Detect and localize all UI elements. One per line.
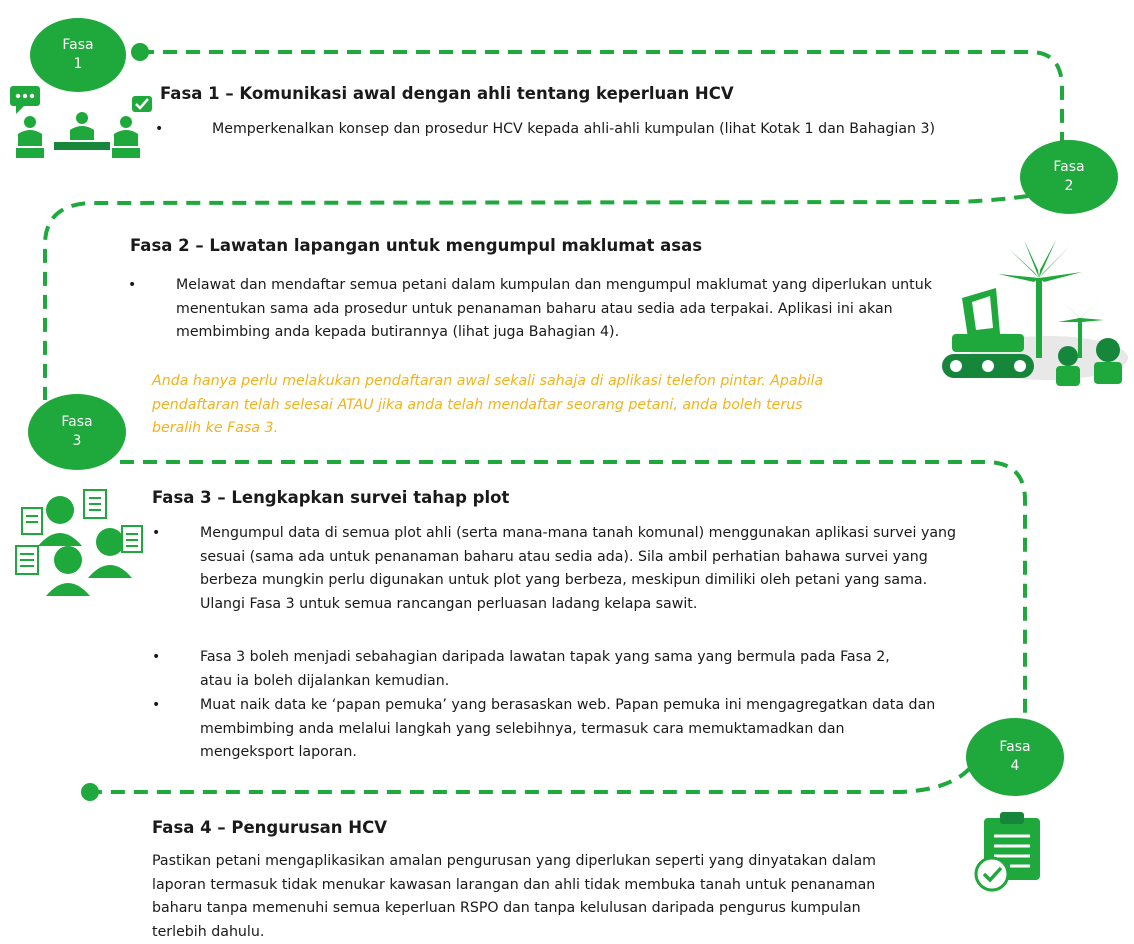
phase-3-badge: Fasa 3: [28, 394, 126, 470]
phase-3-badge-number: 3: [72, 433, 82, 449]
phase-1-badge-word: Fasa: [62, 37, 94, 53]
phase-3-bullet-2: • Fasa 3 boleh menjadi sebahagian daripa…: [152, 646, 920, 693]
bullet-text: Mengumpul data di semua plot ahli (serta…: [200, 525, 957, 612]
phase-3-badge-word: Fasa: [61, 414, 93, 430]
phase-3-bullet-1: • Mengumpul data di semua plot ahli (ser…: [152, 522, 960, 616]
surveyors-clipboard-icon: [15, 489, 143, 596]
bullet-dot: •: [152, 525, 161, 541]
phase-3-bullet-3: • Muat naik data ke ‘papan pemuka’ yang …: [152, 694, 940, 765]
bullet-dot: •: [152, 649, 161, 665]
phase-2-badge-word: Fasa: [1053, 159, 1085, 175]
phase-4-badge: Fasa 4: [966, 718, 1064, 796]
bullet-text: Muat naik data ke ‘papan pemuka’ yang be…: [200, 697, 936, 760]
phase-4-title: Fasa 4 – Pengurusan HCV: [152, 818, 387, 837]
phase-2-note: Anda hanya perlu melakukan pendaftaran a…: [152, 373, 824, 436]
bullet-dot: •: [128, 277, 137, 293]
path-start-dot: [131, 43, 149, 61]
phase-2-badge: Fasa 2: [1020, 140, 1118, 214]
bullet-dot: •: [155, 121, 164, 137]
phase-1-badge: Fasa 1: [30, 18, 126, 92]
phase-2-title: Fasa 2 – Lawatan lapangan untuk mengumpu…: [130, 236, 703, 255]
phase-2-badge-number: 2: [1064, 178, 1074, 194]
clipboard-check-icon: [974, 812, 1040, 892]
phase-1-badge-number: 1: [73, 56, 83, 72]
phase-4-paragraph: Pastikan petani mengaplikasikan amalan p…: [152, 853, 876, 940]
phase-1-title: Fasa 1 – Komunikasi awal dengan ahli ten…: [160, 84, 734, 103]
bullet-text: Memperkenalkan konsep dan prosedur HCV k…: [212, 121, 936, 137]
bullet-text: Melawat dan mendaftar semua petani dalam…: [176, 277, 932, 340]
phase-4-badge-word: Fasa: [999, 739, 1031, 755]
path-segment-3-4: [120, 460, 1027, 720]
phase-2-bullet-1: • Melawat dan mendaftar semua petani dal…: [128, 274, 936, 345]
path-segment-2-3: [43, 194, 1029, 400]
path-segment-4-end: [90, 766, 972, 794]
bullet-text: Fasa 3 boleh menjadi sebahagian daripada…: [200, 649, 890, 689]
plantation-bulldozer-icon: [942, 240, 1128, 386]
phase-4-badge-number: 4: [1010, 758, 1020, 774]
bullet-dot: •: [152, 697, 161, 713]
phase-1-bullet-1: • Memperkenalkan konsep dan prosedur HCV…: [155, 118, 972, 142]
path-segment-1-2: [140, 50, 1064, 148]
meeting-people-icon: [10, 86, 152, 158]
path-end-dot: [81, 783, 99, 801]
phase-3-title: Fasa 3 – Lengkapkan survei tahap plot: [152, 488, 510, 507]
